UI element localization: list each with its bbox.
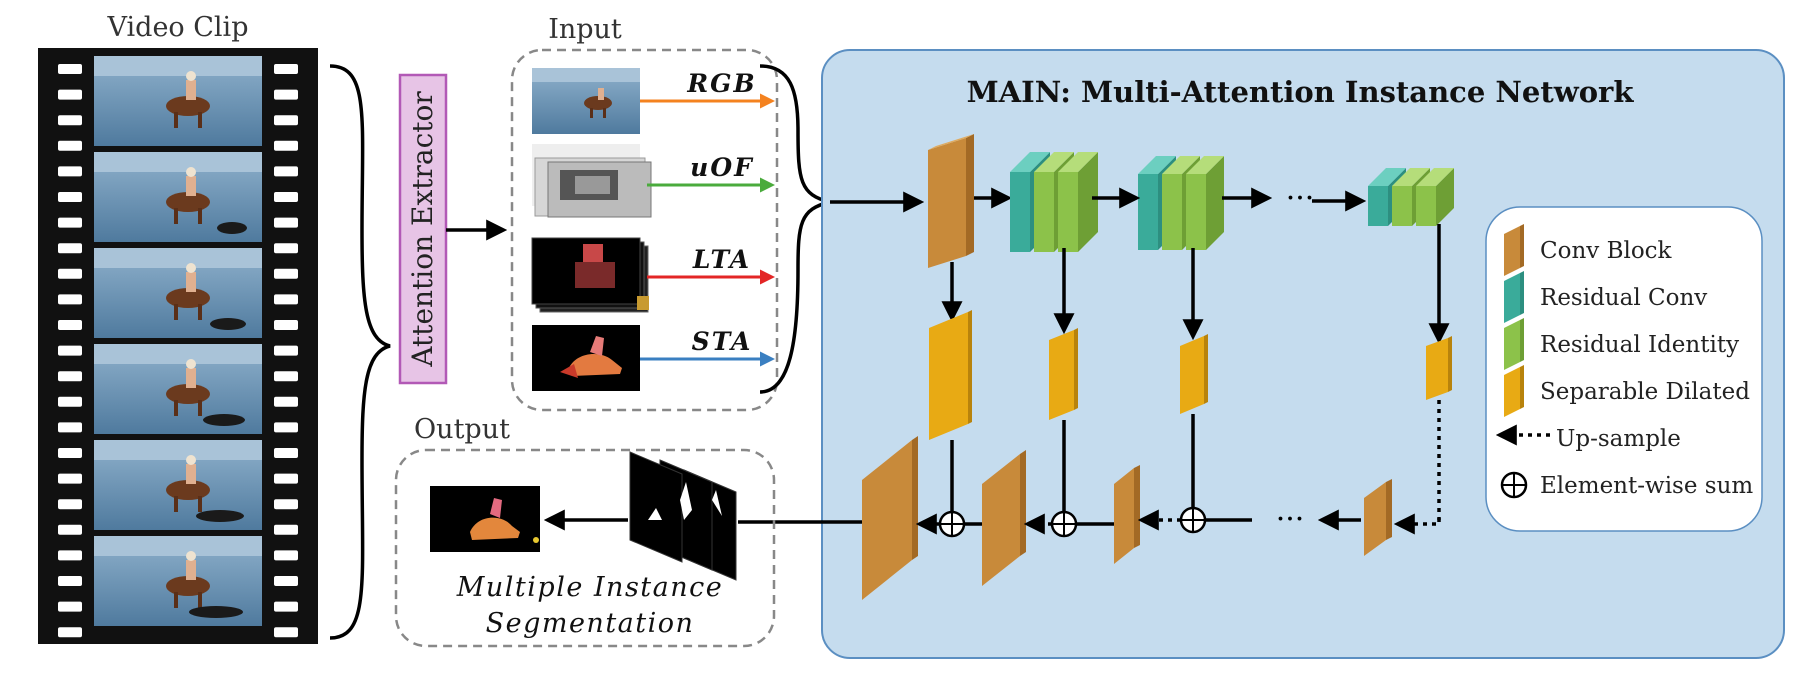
decoder-ellipsis: ··· bbox=[1276, 502, 1305, 537]
video-frame bbox=[94, 536, 262, 626]
video-brace bbox=[329, 64, 391, 640]
output-caption-line2: Segmentation bbox=[486, 608, 695, 639]
legend-item-circle-plus: Element-wise sum bbox=[1500, 471, 1753, 499]
legend-label: Residual Conv bbox=[1540, 285, 1707, 311]
output-caption-line1: Multiple Instance bbox=[456, 572, 723, 603]
uof-thumbnail bbox=[532, 144, 652, 218]
residual-group-2 bbox=[1138, 156, 1224, 250]
separable-dilated-swatch-icon bbox=[1504, 367, 1520, 417]
skip-connections bbox=[950, 400, 1441, 520]
legend-label: Separable Dilated bbox=[1540, 379, 1750, 405]
input-label-lta: LTA bbox=[692, 245, 751, 274]
rgb-thumbnail bbox=[532, 68, 640, 134]
conv-block-top bbox=[928, 134, 974, 268]
encoder-down-arrows bbox=[941, 224, 1450, 345]
legend-item-separable-dilated: Separable Dilated bbox=[1504, 365, 1750, 417]
residual-group-3 bbox=[1368, 168, 1454, 226]
input-label-uof: uOF bbox=[690, 153, 754, 182]
attention-extractor-label: Attention Extractor bbox=[406, 91, 439, 368]
input-label-rgb: RGB bbox=[686, 69, 756, 98]
legend-label: Conv Block bbox=[1540, 238, 1673, 264]
legend-item-residual-identity: Residual Identity bbox=[1504, 318, 1739, 370]
decoder-conv-blocks bbox=[862, 436, 1392, 600]
video-frame bbox=[94, 56, 262, 146]
separable-dilated-blocks bbox=[929, 310, 1452, 440]
conv-block-swatch-icon bbox=[1504, 226, 1520, 276]
output-segmentation-thumbnail bbox=[430, 486, 540, 552]
input-label: Input bbox=[548, 14, 622, 45]
residual-group-1 bbox=[1010, 152, 1098, 252]
encoder-ellipsis: ··· bbox=[1286, 181, 1315, 216]
legend-box bbox=[1485, 206, 1763, 532]
video-clip-label: Video Clip bbox=[107, 12, 249, 43]
input-arrows bbox=[640, 93, 775, 367]
legend-item-dotted-arrow: Up-sample bbox=[1495, 424, 1681, 452]
video-frame bbox=[94, 152, 262, 242]
output-group-box bbox=[394, 448, 776, 648]
input-brace bbox=[759, 64, 831, 394]
sta-thumbnail bbox=[532, 325, 640, 391]
residual-conv-swatch-icon bbox=[1504, 273, 1520, 323]
upsample-arrows bbox=[915, 509, 1441, 535]
video-frames bbox=[94, 56, 262, 626]
input-labels: RGB uOF LTA STA bbox=[686, 69, 756, 356]
video-frame bbox=[94, 440, 262, 530]
output-label: Output bbox=[414, 414, 510, 445]
legend-label: Residual Identity bbox=[1540, 332, 1739, 358]
instance-mask-stack bbox=[629, 451, 737, 581]
legend-item-residual-conv: Residual Conv bbox=[1504, 271, 1707, 323]
legend-label: Up-sample bbox=[1556, 426, 1681, 452]
lta-thumbnail bbox=[531, 237, 649, 313]
video-frame bbox=[94, 248, 262, 338]
legend-label: Element-wise sum bbox=[1540, 473, 1753, 499]
legend-item-conv-block: Conv Block bbox=[1504, 224, 1673, 276]
film-strip bbox=[38, 48, 318, 644]
input-label-sta: STA bbox=[692, 327, 753, 356]
film-sprockets bbox=[58, 64, 298, 638]
video-frame bbox=[94, 344, 262, 434]
residual-identity-swatch-icon bbox=[1504, 320, 1520, 370]
attention-extractor-box: Attention Extractor bbox=[398, 73, 448, 385]
main-network-title: MAIN: Multi-Attention Instance Network bbox=[967, 75, 1635, 109]
